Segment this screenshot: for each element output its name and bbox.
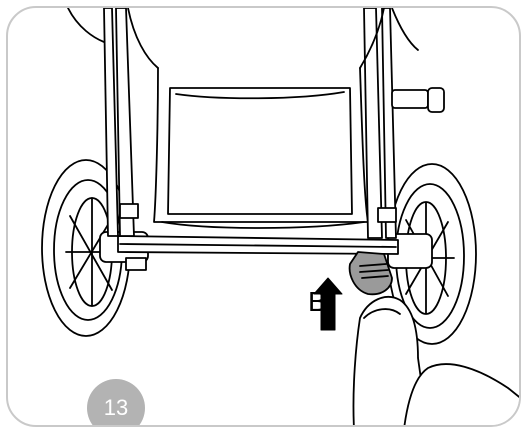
brake-pedal (348, 251, 393, 296)
stroller-frame (67, 8, 445, 255)
instruction-panel: B 13 (6, 6, 521, 427)
foot (352, 296, 519, 425)
callout-label-b: B (308, 286, 327, 317)
stroller-illustration (41, 8, 519, 425)
arrow-up-icon (313, 277, 343, 331)
step-number-badge: 13 (87, 379, 145, 425)
